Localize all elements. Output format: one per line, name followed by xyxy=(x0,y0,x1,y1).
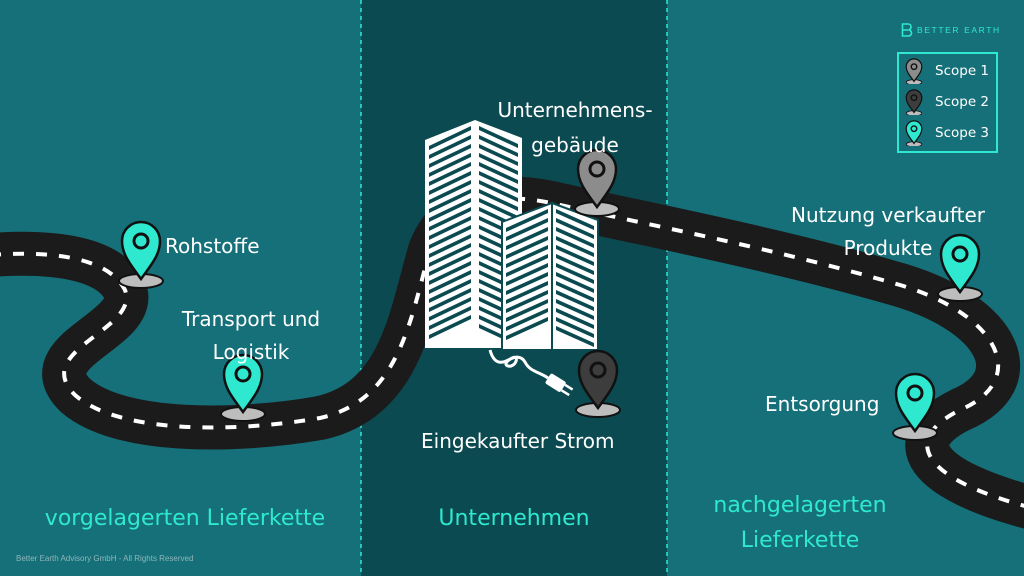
map-pin-strom-icon xyxy=(574,349,622,419)
window-stripe xyxy=(429,189,471,213)
right-tower-windows xyxy=(506,209,594,347)
legend-item-scope-1: Scope 1 xyxy=(899,58,989,84)
window-stripe xyxy=(429,315,471,339)
window-stripe xyxy=(429,297,471,321)
map-pin-rohstoffe-icon xyxy=(117,220,165,290)
window-stripe xyxy=(556,281,594,302)
window-stripe xyxy=(479,144,518,166)
window-stripe xyxy=(556,290,594,311)
window-stripe xyxy=(556,263,594,284)
map-pin-dark-icon xyxy=(905,89,923,115)
window-stripe xyxy=(506,245,548,268)
window-stripe xyxy=(556,272,594,293)
window-stripe xyxy=(429,162,471,186)
section-label-company: Unternehmen xyxy=(438,506,590,531)
window-stripe xyxy=(479,171,518,193)
label-entsorgung: Entsorgung xyxy=(765,392,880,416)
window-stripe xyxy=(556,317,594,338)
label-transport: Transport und Logistik xyxy=(181,307,321,364)
window-stripe xyxy=(429,270,471,294)
brand-logo: BETTER EARTH xyxy=(901,23,1001,37)
window-stripe xyxy=(429,144,471,168)
label-eingekaufter-strom: Eingekaufter Strom xyxy=(421,429,615,453)
window-stripe xyxy=(506,317,548,340)
window-stripe xyxy=(506,209,548,232)
copyright-footer: Better Earth Advisory GmbH - All Rights … xyxy=(16,554,194,563)
label-nutzung-produkte: Nutzung verkaufter Produkte xyxy=(791,203,985,260)
scope-legend: Scope 1 Scope 2 Scope 3 xyxy=(897,52,998,153)
window-stripe xyxy=(556,227,594,248)
window-stripe xyxy=(429,279,471,303)
window-stripe xyxy=(429,306,471,330)
window-stripe xyxy=(506,299,548,322)
window-stripe xyxy=(429,180,471,204)
b-monogram-icon xyxy=(901,23,913,37)
window-stripe xyxy=(556,218,594,239)
window-stripe xyxy=(429,207,471,231)
window-stripe xyxy=(556,209,594,230)
legend-item-scope-3: Scope 3 xyxy=(899,120,989,146)
window-stripe xyxy=(479,126,518,148)
power-plug-icon xyxy=(488,349,574,397)
window-stripe xyxy=(429,243,471,267)
window-stripe xyxy=(506,236,548,259)
label-unternehmensgebaeude: Unternehmens- gebäude xyxy=(497,98,653,157)
window-stripe xyxy=(479,198,518,220)
office-building-icon xyxy=(425,120,599,351)
window-stripe xyxy=(429,153,471,177)
brand-name: BETTER EARTH xyxy=(917,25,1001,35)
window-stripe xyxy=(556,308,594,329)
window-stripe xyxy=(556,254,594,275)
window-stripe xyxy=(479,162,518,184)
window-stripe xyxy=(506,281,548,304)
section-label-upstream: vorgelagerten Lieferkette xyxy=(44,506,326,531)
window-stripe xyxy=(556,326,594,347)
window-stripe xyxy=(506,254,548,277)
window-stripe xyxy=(506,227,548,250)
window-stripe xyxy=(429,234,471,258)
window-stripe xyxy=(429,135,471,159)
window-stripe xyxy=(479,135,518,157)
window-stripe xyxy=(429,225,471,249)
section-label-downstream: nachgelagerten Lieferkette xyxy=(713,493,887,553)
label-rohstoffe: Rohstoffe xyxy=(165,234,260,258)
window-stripe xyxy=(556,236,594,257)
road-center-dashes xyxy=(0,196,1024,508)
window-stripe xyxy=(506,263,548,286)
window-stripe xyxy=(556,245,594,266)
window-stripe xyxy=(429,198,471,222)
window-stripe xyxy=(429,288,471,312)
window-stripe xyxy=(479,180,518,202)
window-stripe xyxy=(479,189,518,211)
window-stripe xyxy=(429,252,471,276)
window-stripe xyxy=(429,126,471,150)
window-stripe xyxy=(479,153,518,175)
window-stripe xyxy=(506,308,548,331)
map-pin-gray-icon xyxy=(905,58,923,84)
map-pin-entsorgung-icon xyxy=(891,372,939,442)
window-stripe xyxy=(429,171,471,195)
window-stripe xyxy=(556,299,594,320)
window-stripe xyxy=(429,261,471,285)
window-stripe xyxy=(506,290,548,313)
window-stripe xyxy=(506,218,548,241)
map-pin-teal-icon xyxy=(905,120,923,146)
legend-item-scope-2: Scope 2 xyxy=(899,89,989,115)
window-stripe xyxy=(506,272,548,295)
window-stripe xyxy=(429,216,471,240)
